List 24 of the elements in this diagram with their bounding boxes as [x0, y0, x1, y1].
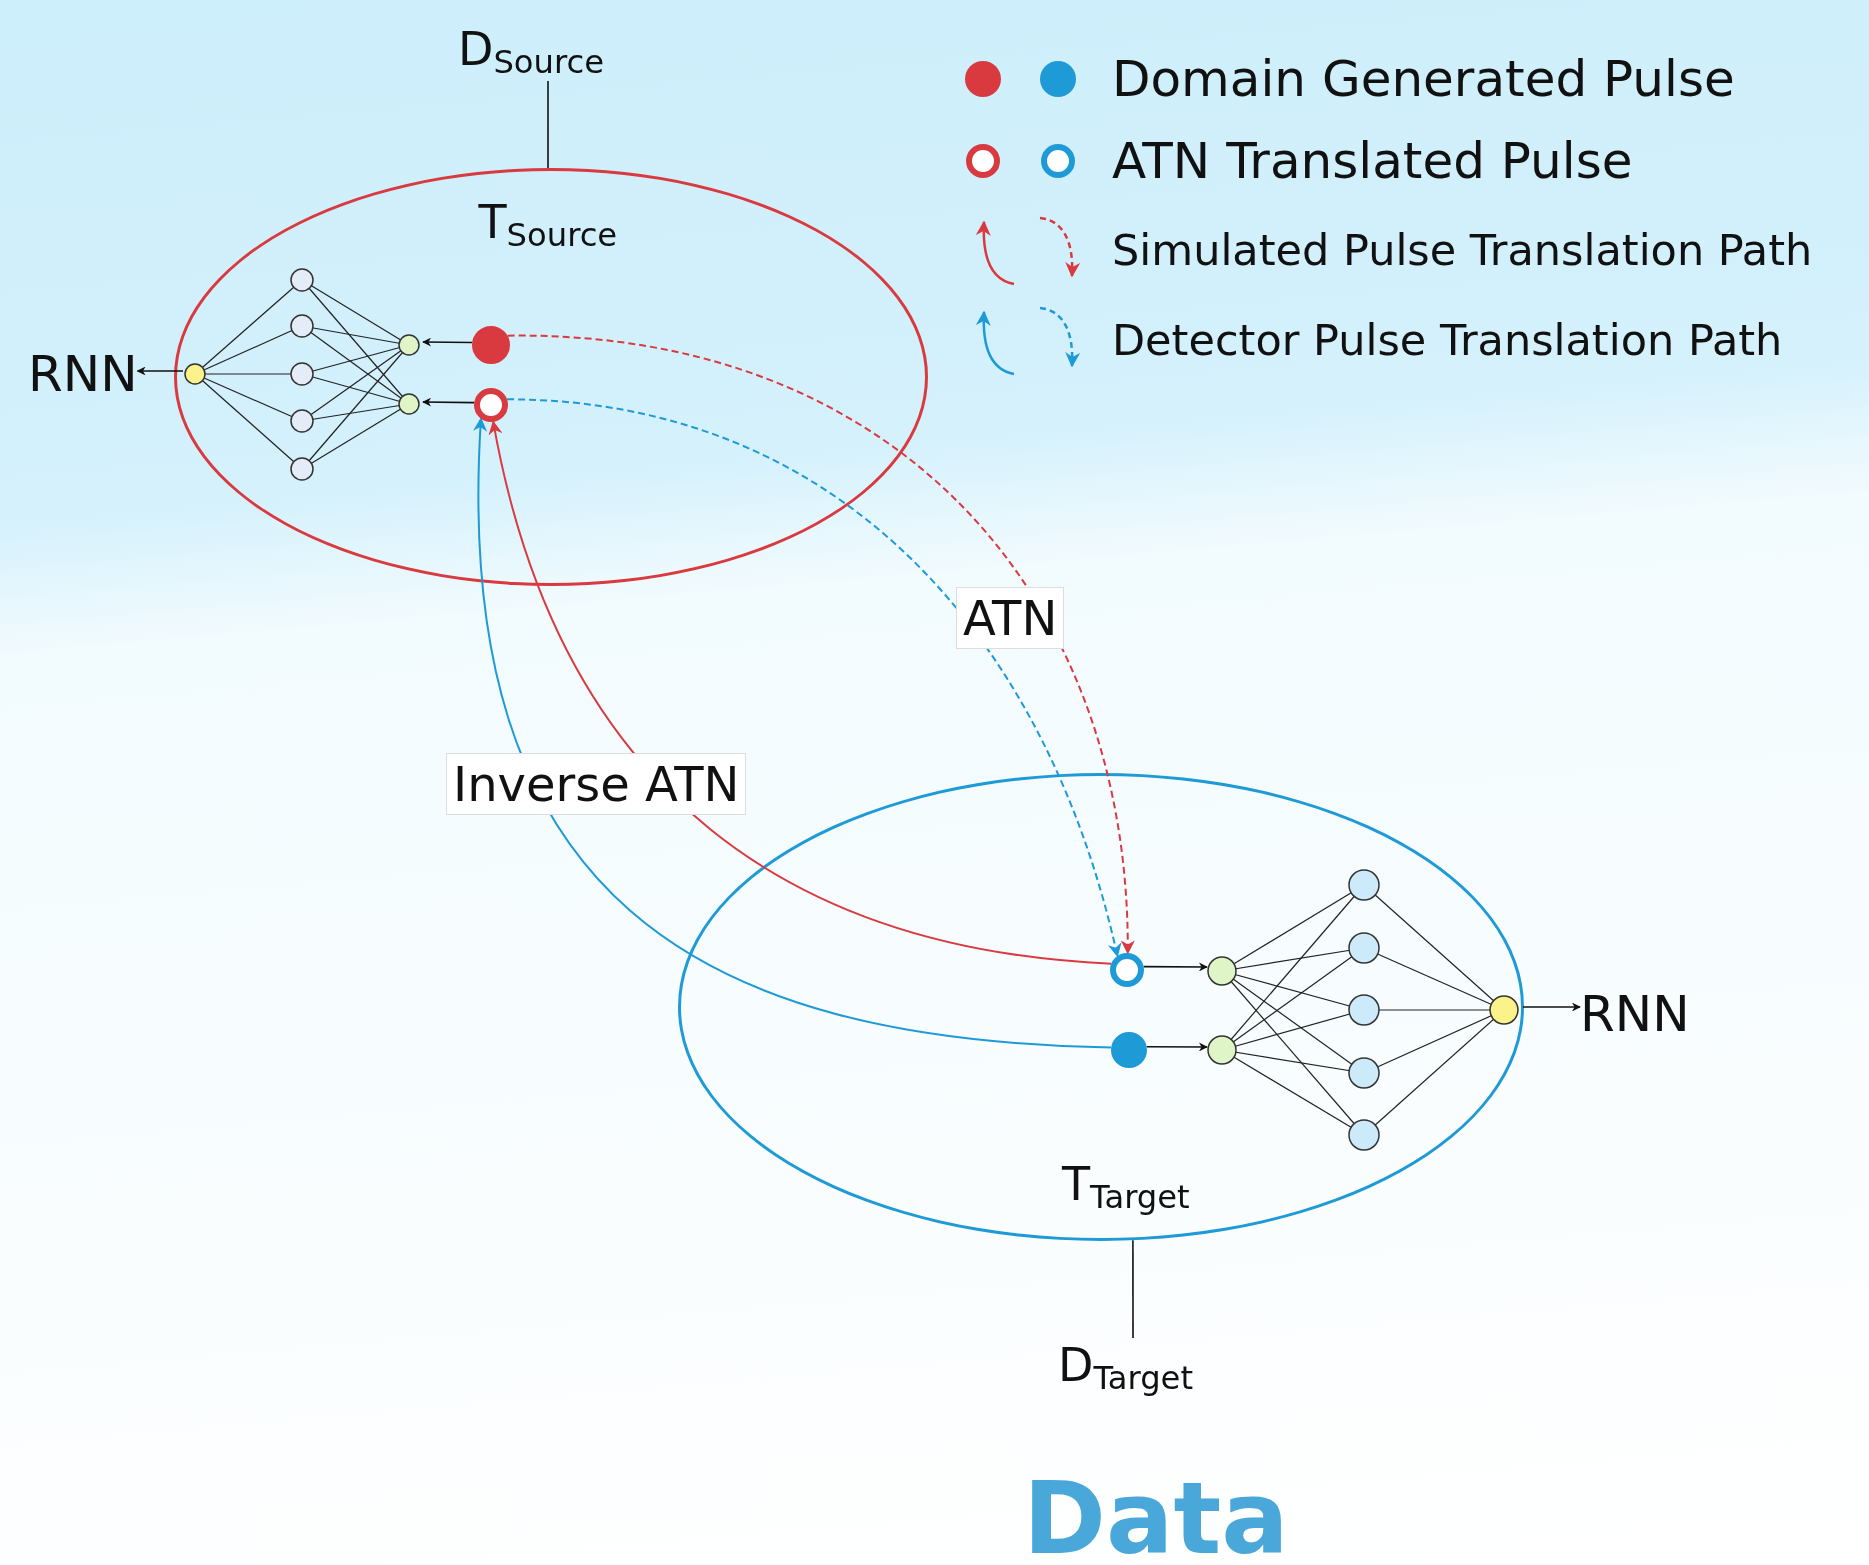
arrow: [1522, 1002, 1581, 1012]
legend-text: Domain Generated Pulse: [1112, 50, 1735, 108]
arrow: [136, 366, 184, 376]
ellipse-title: T$_{Source}$: [478, 194, 618, 254]
arrow: [1142, 962, 1208, 972]
legend-text: ATN Translated Pulse: [1112, 132, 1633, 190]
domain-ellipse: [174, 168, 928, 586]
node-label: RNN: [28, 345, 138, 403]
arrow: [422, 397, 475, 407]
node-label: RNN: [1580, 985, 1690, 1043]
arrow: [1145, 1042, 1208, 1052]
heading-text: Data: [1023, 1460, 1289, 1565]
arrow: [473, 417, 1113, 1049]
edge-label: Inverse ATN: [446, 753, 747, 815]
arrow: [422, 337, 473, 347]
node-label: D$_{Target}$: [1058, 1338, 1193, 1398]
leader-line: [547, 80, 549, 169]
legend-text: Detector Pulse Translation Path: [1112, 315, 1783, 365]
legend-text: Simulated Pulse Translation Path: [1112, 225, 1813, 275]
neural-network-drawing: [183, 265, 423, 481]
edge-label: ATN: [956, 587, 1065, 649]
leader-line: [1132, 1239, 1134, 1339]
node-label: D$_{Source}$: [458, 22, 604, 82]
ellipse-title: T$_{Target}$: [1062, 1156, 1190, 1216]
